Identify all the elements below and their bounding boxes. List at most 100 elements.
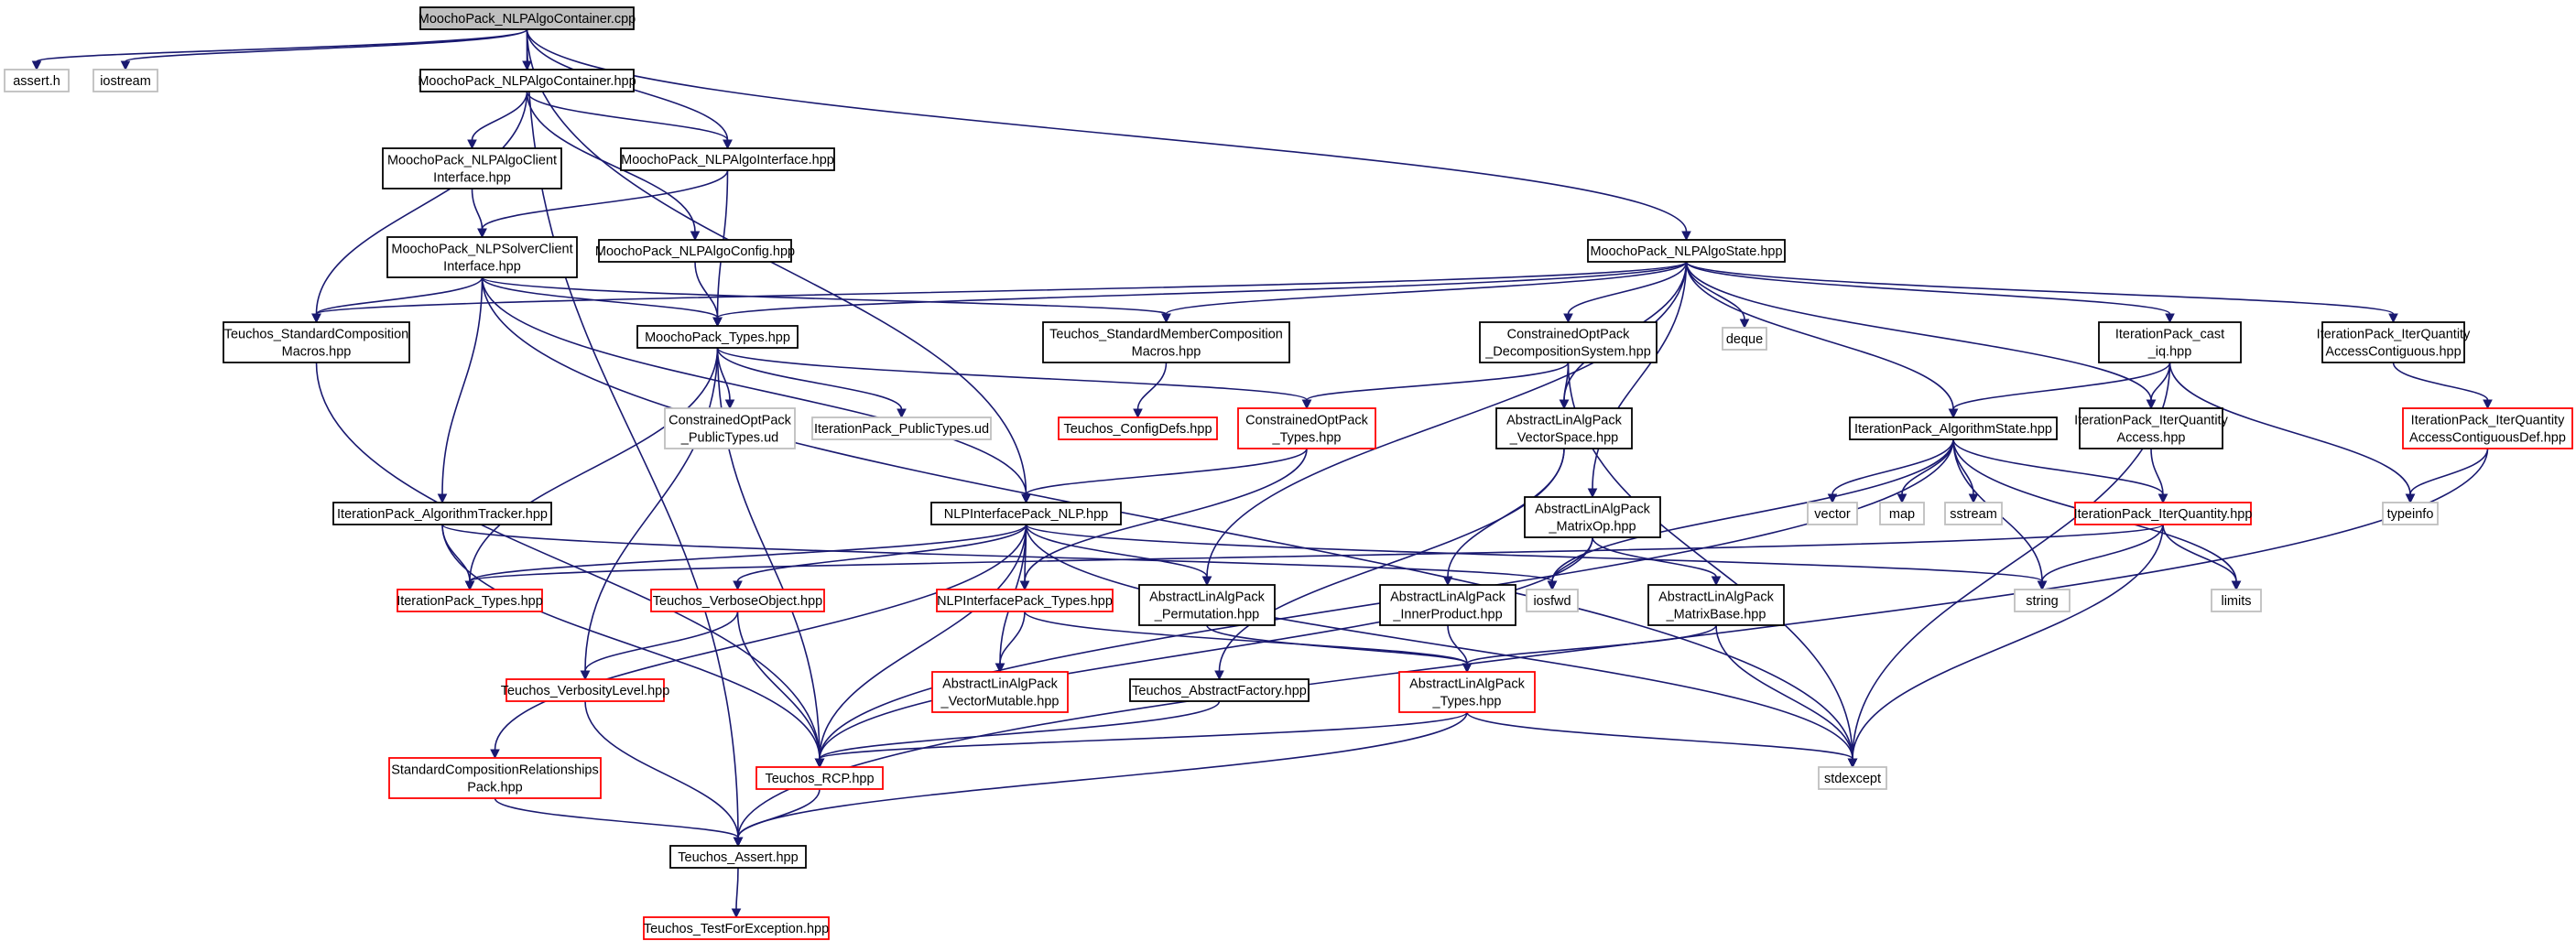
node-label: _Types.hpp <box>1272 431 1342 446</box>
node-ip-types[interactable]: IterationPack_Types.hpp <box>397 589 543 612</box>
edge-ip-algstate-to-sstream <box>1952 438 1979 504</box>
node-box <box>1058 416 1218 440</box>
edge-ala-perm-to-ala-types <box>1206 624 1473 674</box>
node-sstream: sstream <box>1944 502 2003 525</box>
node-ala-perm[interactable]: AbstractLinAlgPack_Permutation.hpp <box>1138 584 1276 626</box>
node-box <box>2211 589 2262 612</box>
edge-line <box>1025 524 2043 582</box>
node-assert-hpp[interactable]: Teuchos_Assert.hpp <box>669 845 807 869</box>
node-co-types[interactable]: ConstrainedOptPack_Types.hpp <box>1237 407 1376 449</box>
edge-algo-state-to-ip-iqac <box>1685 261 2398 324</box>
node-verbose[interactable]: Teuchos_VerboseObject.hpp <box>650 589 825 612</box>
edge-line <box>2392 362 2489 401</box>
node-verbosity[interactable]: Teuchos_VerbosityLevel.hpp <box>501 678 670 702</box>
edge-line <box>737 711 1468 838</box>
node-deque: deque <box>1722 327 1767 351</box>
edge-arrowhead <box>1968 493 1979 504</box>
node-label: ConstrainedOptPack <box>668 414 792 428</box>
node-std-member[interactable]: Teuchos_StandardMemberCompositionMacros.… <box>1042 321 1290 363</box>
edge-arrowhead <box>2158 493 2168 504</box>
node-ip-tracker[interactable]: IterationPack_AlgorithmTracker.hpp <box>332 502 552 525</box>
node-mp-types[interactable]: MoochoPack_Types.hpp <box>636 325 799 349</box>
node-ala-inner[interactable]: AbstractLinAlgPack_InnerProduct.hpp <box>1379 584 1516 626</box>
node-test-exc[interactable]: Teuchos_TestForException.hpp <box>643 916 830 940</box>
edge-line <box>526 28 1688 233</box>
node-container-hpp[interactable]: MoochoPack_NLPAlgoContainer.hpp <box>418 69 636 92</box>
edge-line <box>441 524 471 582</box>
node-ala-types[interactable]: AbstractLinAlgPack_Types.hpp <box>1398 671 1536 713</box>
edge-container-hpp-to-algo-iface <box>526 91 733 150</box>
node-box <box>1944 502 2003 525</box>
node-label: Teuchos_RCP.hpp <box>765 772 874 786</box>
edge-algo-state-to-ip-cast <box>1685 261 2175 324</box>
edge-ala-matbase-to-stdexcept <box>1715 624 1858 769</box>
node-ala-matbase[interactable]: AbstractLinAlgPack_MatrixBase.hpp <box>1647 584 1785 626</box>
edge-line <box>1685 261 2171 315</box>
node-box <box>636 325 799 349</box>
edge-line <box>1685 261 1954 410</box>
node-vector: vector <box>1807 502 1858 525</box>
edge-arrowhead <box>724 399 735 410</box>
node-co-decomp[interactable]: ConstrainedOptPack_DecompositionSystem.h… <box>1479 321 1658 363</box>
edge-arrowhead <box>1547 580 1558 591</box>
node-algo-state[interactable]: MoochoPack_NLPAlgoState.hpp <box>1587 239 1786 263</box>
node-box <box>1849 416 2058 440</box>
node-label: AbstractLinAlgPack <box>1390 590 1505 605</box>
node-label: Interface.hpp <box>433 171 511 186</box>
node-abs-factory[interactable]: Teuchos_AbstractFactory.hpp <box>1129 678 1310 702</box>
edge-line <box>716 347 1308 401</box>
node-box <box>1879 502 1925 525</box>
edge-arrowhead <box>311 313 321 324</box>
node-ip-iq[interactable]: IterationPack_IterQuantity.hpp <box>2074 502 2253 525</box>
node-ip-algstate[interactable]: IterationPack_AlgorithmState.hpp <box>1849 416 2058 440</box>
edge-line <box>1165 261 1688 315</box>
node-config-defs[interactable]: Teuchos_ConfigDefs.hpp <box>1058 416 1218 440</box>
node-root[interactable]: MoochoPack_NLPAlgoContainer.cpp <box>418 6 636 30</box>
node-rcp[interactable]: Teuchos_RCP.hpp <box>755 766 884 790</box>
edge-algo-state-to-ala-matop <box>1587 261 1688 499</box>
node-ip-iqac[interactable]: IterationPack_IterQuantityAccessContiguo… <box>2317 321 2471 363</box>
node-box <box>1237 407 1376 449</box>
edge-verbosity-to-assert-hpp <box>584 700 744 848</box>
node-ip-iqacdef[interactable]: IterationPack_IterQuantityAccessContiguo… <box>2402 407 2573 449</box>
node-box <box>388 757 602 799</box>
edge-line <box>481 276 719 319</box>
node-label: IterationPack_IterQuantity <box>2411 414 2565 428</box>
edge-algo-state-to-mp-types <box>712 261 1688 328</box>
node-algo-config[interactable]: MoochoPack_NLPAlgoConfig.hpp <box>595 239 795 263</box>
node-label: Interface.hpp <box>443 260 521 275</box>
edge-arrowhead <box>2037 580 2048 591</box>
node-nlp[interactable]: NLPInterfacePack_NLP.hpp <box>930 502 1122 525</box>
edge-line <box>1466 711 1853 760</box>
node-box <box>1398 671 1536 713</box>
node-box <box>1722 327 1767 351</box>
node-label: IterationPack_IterQuantity.hpp <box>2074 507 2253 522</box>
edge-nlp-to-scr-pack <box>490 524 1027 760</box>
node-box <box>1138 584 1276 626</box>
edge-arrowhead <box>2231 580 2242 591</box>
node-ala-vecspace[interactable]: AbstractLinAlgPack_VectorSpace.hpp <box>1495 407 1633 449</box>
edge-nlp-to-verbose <box>733 524 1027 591</box>
node-label: Teuchos_VerbosityLevel.hpp <box>501 684 670 698</box>
node-box <box>598 239 792 263</box>
edge-verbose-to-verbosity <box>580 611 739 681</box>
node-nlp-types[interactable]: NLPInterfacePack_Types.hpp <box>936 589 1114 612</box>
node-label: _VectorMutable.hpp <box>940 695 1060 709</box>
node-ala-matop[interactable]: AbstractLinAlgPack_MatrixOp.hpp <box>1524 496 1661 538</box>
node-co-public: ConstrainedOptPack_PublicTypes.ud <box>664 407 796 449</box>
edge-container-hpp-to-algo-client <box>467 91 528 150</box>
node-label: ConstrainedOptPack <box>1507 328 1631 342</box>
edge-ala-types-to-stdexcept <box>1466 711 1858 769</box>
node-box <box>2014 589 2071 612</box>
node-algo-iface[interactable]: MoochoPack_NLPAlgoInterface.hpp <box>620 147 835 171</box>
node-label: MoochoPack_NLPAlgoConfig.hpp <box>595 244 795 259</box>
edge-mp-types-to-ip-public <box>716 347 907 419</box>
node-ip-cast[interactable]: IterationPack_cast_iq.hpp <box>2098 321 2242 363</box>
node-ala-vecmut[interactable]: AbstractLinAlgPack_VectorMutable.hpp <box>931 671 1069 713</box>
edge-scr-pack-to-assert-hpp <box>494 797 744 848</box>
